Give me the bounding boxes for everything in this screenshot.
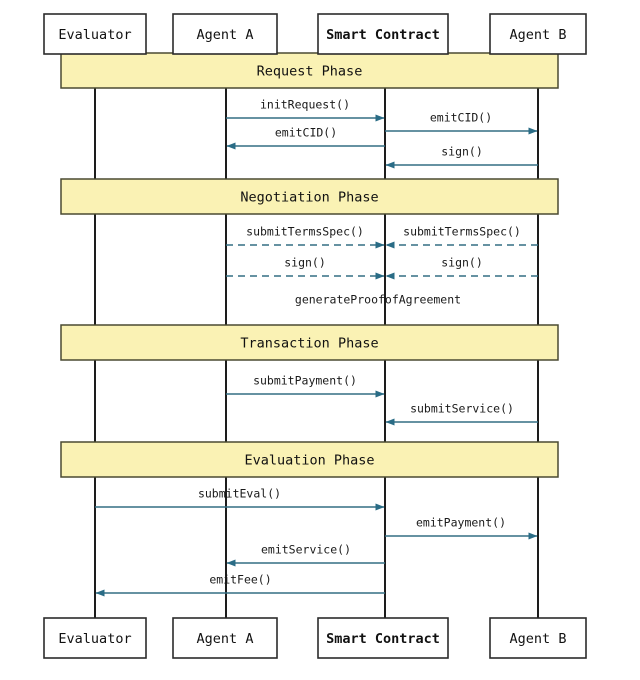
- message-label-m1: initRequest(): [260, 98, 350, 112]
- message-m2: emitCID(): [385, 111, 538, 135]
- message-label-m14: emitFee(): [209, 573, 271, 587]
- phase-band-negotiation: Negotiation Phase: [60, 178, 559, 215]
- phase-band-transaction: Transaction Phase: [60, 324, 559, 361]
- phase-band-request: Request Phase: [60, 52, 559, 89]
- message-m10: submitService(): [385, 402, 538, 426]
- actor-box-rect-agent_b[interactable]: [489, 13, 587, 55]
- message-m5: submitTermsSpec(): [226, 225, 385, 249]
- actor-box-rect-agent_b[interactable]: [489, 617, 587, 659]
- phase-band-rect-evaluation: [60, 441, 559, 478]
- phase-band-rect-negotiation: [60, 178, 559, 215]
- message-m4: sign(): [385, 145, 538, 169]
- actor-box-rect-agent_a[interactable]: [172, 617, 278, 659]
- message-label-m9: submitPayment(): [253, 374, 357, 388]
- actor-box-top-agent_b[interactable]: Agent B: [489, 13, 587, 55]
- message-label-m6: submitTermsSpec(): [403, 225, 521, 239]
- message-m1: initRequest(): [226, 98, 385, 122]
- messages-layer: initRequest() emitCID() emitCID() sign() sub…: [95, 98, 538, 597]
- message-m6: submitTermsSpec(): [385, 225, 538, 249]
- phase-band-label-evaluation: Evaluation Phase: [244, 453, 374, 469]
- actor-box-rect-agent_a[interactable]: [172, 13, 278, 55]
- actor-label-agent_b: Agent B: [510, 27, 567, 43]
- actor-label-agent_b: Agent B: [510, 631, 567, 647]
- actor-box-rect-smart_contract[interactable]: [317, 13, 449, 55]
- phase-band-label-transaction: Transaction Phase: [240, 336, 378, 352]
- actor-label-agent_a: Agent A: [197, 27, 254, 43]
- message-m12: emitPayment(): [385, 516, 538, 540]
- actor-box-top-evaluator[interactable]: Evaluator: [43, 13, 147, 55]
- actor-box-bottom-agent_b[interactable]: Agent B: [489, 617, 587, 659]
- message-label-m5: submitTermsSpec(): [246, 225, 364, 239]
- phase-band-label-negotiation: Negotiation Phase: [240, 190, 378, 206]
- actor-box-bottom-agent_a[interactable]: Agent A: [172, 617, 278, 659]
- actor-box-bottom-evaluator[interactable]: Evaluator: [43, 617, 147, 659]
- phase-band-rect-request: [60, 52, 559, 89]
- message-m14: emitFee(): [95, 573, 385, 597]
- message-label-m3: emitCID(): [275, 126, 337, 140]
- actor-box-top-agent_a[interactable]: Agent A: [172, 13, 278, 55]
- actor-box-bottom-smart_contract[interactable]: Smart Contract: [317, 617, 449, 659]
- message-m13: emitService(): [226, 543, 385, 567]
- actor-label-smart_contract: Smart Contract: [326, 631, 440, 647]
- phase-band-label-request: Request Phase: [257, 64, 363, 80]
- message-m11: submitEval(): [95, 487, 385, 511]
- message-label-m12: emitPayment(): [416, 516, 506, 530]
- phase-band-evaluation: Evaluation Phase: [60, 441, 559, 478]
- message-label-m2: emitCID(): [430, 111, 492, 125]
- phase-band-rect-transaction: [60, 324, 559, 361]
- actor-label-evaluator: Evaluator: [58, 631, 131, 647]
- actor-box-top-smart_contract[interactable]: Smart Contract: [317, 13, 449, 55]
- message-m7: sign(): [226, 256, 385, 280]
- actor-box-rect-evaluator[interactable]: [43, 617, 147, 659]
- actor-box-rect-evaluator[interactable]: [43, 13, 147, 55]
- message-label-m10: submitService(): [410, 402, 514, 416]
- actor-box-rect-smart_contract[interactable]: [317, 617, 449, 659]
- message-label-m7: sign(): [284, 256, 326, 270]
- message-label-m11: submitEval(): [198, 487, 281, 501]
- actor-label-agent_a: Agent A: [197, 631, 254, 647]
- message-m9: submitPayment(): [226, 374, 385, 398]
- actor-label-smart_contract: Smart Contract: [326, 27, 440, 43]
- message-m8: sign(): [385, 256, 538, 280]
- actor-label-evaluator: Evaluator: [58, 27, 131, 43]
- message-label-m4: sign(): [441, 145, 483, 159]
- message-label-m13: emitService(): [261, 543, 351, 557]
- note-n1: generateProofofAgreement: [295, 293, 461, 307]
- message-label-m8: sign(): [441, 256, 483, 270]
- message-m3: emitCID(): [226, 126, 385, 150]
- notes-layer: generateProofofAgreement: [295, 293, 461, 307]
